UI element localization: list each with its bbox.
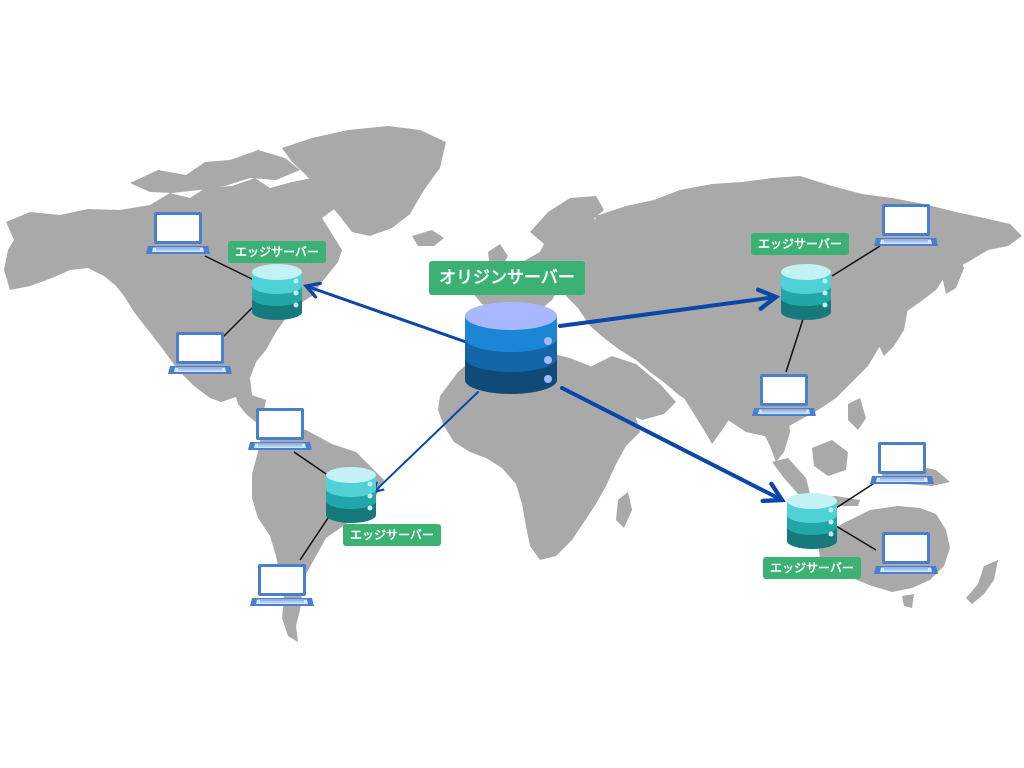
connection-na-bottom	[219, 305, 255, 341]
iceland	[412, 230, 444, 246]
new-zealand	[966, 560, 998, 604]
arabian-peninsula	[588, 356, 676, 420]
laptop-icon	[247, 407, 313, 451]
connection-na-top	[204, 255, 255, 281]
laptop-icon	[249, 563, 315, 607]
origin-server-icon	[465, 302, 557, 394]
connection-oc-bottom	[835, 525, 877, 551]
arrow-to-south-america	[372, 391, 479, 494]
origin-server-label: オリジンサーバー	[429, 261, 585, 295]
borneo	[812, 440, 848, 476]
scandinavia	[530, 196, 604, 244]
laptop-icon	[869, 441, 935, 485]
connection-asia-top	[831, 245, 881, 277]
greenland	[282, 126, 446, 236]
laptop-icon	[167, 331, 233, 375]
arrow-to-east-asia	[558, 287, 781, 328]
edge-server-label-oceania: エッジサーバー	[763, 557, 861, 579]
edge-server-icon	[781, 264, 831, 320]
arrow-to-north-america	[302, 281, 468, 344]
sumatra	[772, 458, 810, 494]
laptop-icon	[751, 373, 817, 417]
connection-sa-bottom	[299, 511, 333, 561]
connection-oc-top	[835, 481, 877, 509]
arctic-islands	[130, 150, 300, 193]
kamchatka	[940, 250, 964, 294]
philippines	[848, 398, 866, 430]
laptop-icon	[145, 211, 211, 255]
client-connections	[204, 245, 881, 561]
japan	[878, 290, 908, 356]
madagascar	[616, 492, 632, 528]
india	[680, 372, 742, 444]
connection-asia-bottom	[785, 315, 805, 373]
connection-sa-top	[293, 451, 333, 479]
edge-server-icon	[787, 493, 837, 549]
north-america-landmass	[4, 178, 342, 410]
tasmania	[902, 594, 914, 608]
edge-server-icon	[252, 264, 302, 320]
edge-server-icon	[326, 467, 376, 523]
distribution-arrows	[302, 281, 786, 504]
edge-server-label-east-asia: エッジサーバー	[751, 233, 849, 255]
arrow-to-oceania	[560, 386, 786, 504]
edge-server-label-south-america: エッジサーバー	[343, 524, 441, 546]
baffin-island	[262, 185, 318, 228]
laptop-icon	[873, 203, 939, 247]
edge-server-label-north-america: エッジサーバー	[228, 241, 326, 263]
laptop-icon	[873, 531, 939, 575]
